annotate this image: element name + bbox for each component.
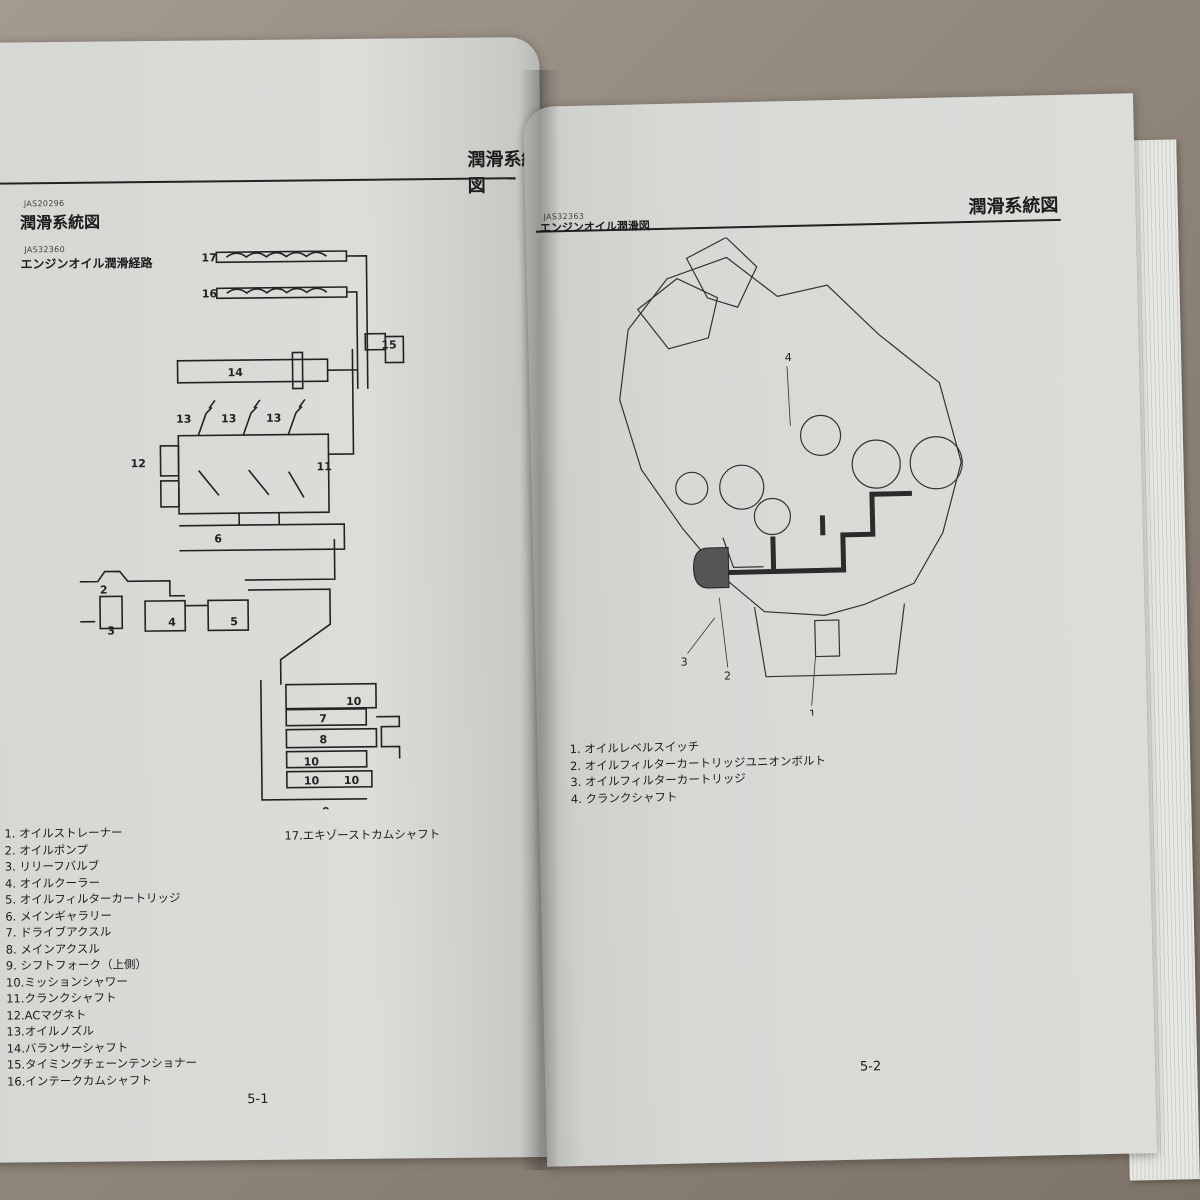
left-doc-code-2: JAS32360 [24,244,65,255]
diagram-label-10c: 10 [304,774,320,787]
legend-item: 5. オイルフィルターカートリッジ [5,890,181,907]
right-page: 潤滑系統図 JAS32363 エンジンオイル潤滑図 [523,93,1157,1167]
engine-label-1: 1 [809,708,816,721]
diagram-label-5: 5 [230,615,238,628]
oil-path [713,490,912,576]
legend-item: 11.クランクシャフト [6,990,117,1006]
right-running-head: 潤滑系統図 [968,194,1059,218]
left-section-title: 潤滑系統図 [19,212,101,233]
right-legend-list: 1. オイルレベルスイッチ 2. オイルフィルターカートリッジユニオンボルト 3… [569,735,826,807]
diagram-label-12: 12 [130,457,145,470]
diagram-label-4: 4 [168,616,176,629]
legend-item: 15.タイミングチェーンテンショナー [6,1055,198,1072]
left-page: 潤滑系統図 JAS20296 潤滑系統図 JAS32360 エンジンオイル潤滑経… [0,36,551,1164]
diagram-label-15: 15 [381,338,396,351]
engine-label-2: 2 [724,669,731,682]
legend-item: 2. オイルポンプ [4,842,88,858]
diagram-label-6: 6 [214,532,222,545]
diagram-label-3: 3 [107,624,115,637]
legend-item: 8. メインアクスル [5,941,100,957]
diagram-label-10b: 10 [304,755,320,768]
legend-item: 6. メインギャラリー [5,907,113,924]
engine-oil-drawing: 4 3 2 1 [619,236,963,721]
diagram-label-2: 2 [100,584,108,597]
diagram-label-11: 11 [317,460,332,473]
diagram-label-16: 16 [202,287,218,300]
diagram-label-13a: 13 [176,413,191,426]
legend-item: 3. リリーフバルブ [4,858,100,874]
legend-item: 7. ドライブアクスル [5,924,112,940]
left-legend-item-17: 17.エキゾーストカムシャフト [284,827,441,843]
legend-item: 10.ミッションシャワー [5,973,128,990]
engine-label-3: 3 [681,655,688,668]
left-page-number: 5-1 [247,1091,269,1108]
diagram-label-14: 14 [228,366,244,379]
diagram-label-10d: 10 [344,774,360,787]
diagram-label-10a: 10 [346,695,362,708]
engine-label-4: 4 [785,351,792,364]
book-gutter [520,70,560,1170]
diagram-label-9: 9 [322,805,330,812]
legend-item: 14.バランサーシャフト [6,1039,129,1056]
diagram-label-13c: 13 [266,412,281,425]
oil-route-schematic: 17 16 15 14 13 13 13 12 11 6 2 1 3 4 5 1… [76,250,405,812]
diagram-label-17: 17 [201,251,216,264]
legend-item: 4. オイルクーラー [4,875,101,891]
legend-item: 12.ACマグネト [6,1007,87,1023]
right-page-number: 5-2 [859,1059,882,1075]
legend-item: 1. オイルストレーナー [4,825,123,841]
legend-item: 16.インテークカムシャフト [6,1072,152,1089]
legend-item: 13.オイルノズル [6,1023,94,1039]
left-doc-code-1: JAS20296 [23,198,65,209]
diagram-label-8: 8 [319,733,327,746]
left-legend-list: 1. オイルストレーナー 2. オイルポンプ 3. リリーフバルブ 4. オイル… [4,824,197,1090]
left-header-rule [0,177,516,185]
legend-item: 9. シフトフォーク（上側） [5,957,148,973]
diagram-label-13b: 13 [221,412,236,425]
diagram-label-7: 7 [319,712,327,725]
